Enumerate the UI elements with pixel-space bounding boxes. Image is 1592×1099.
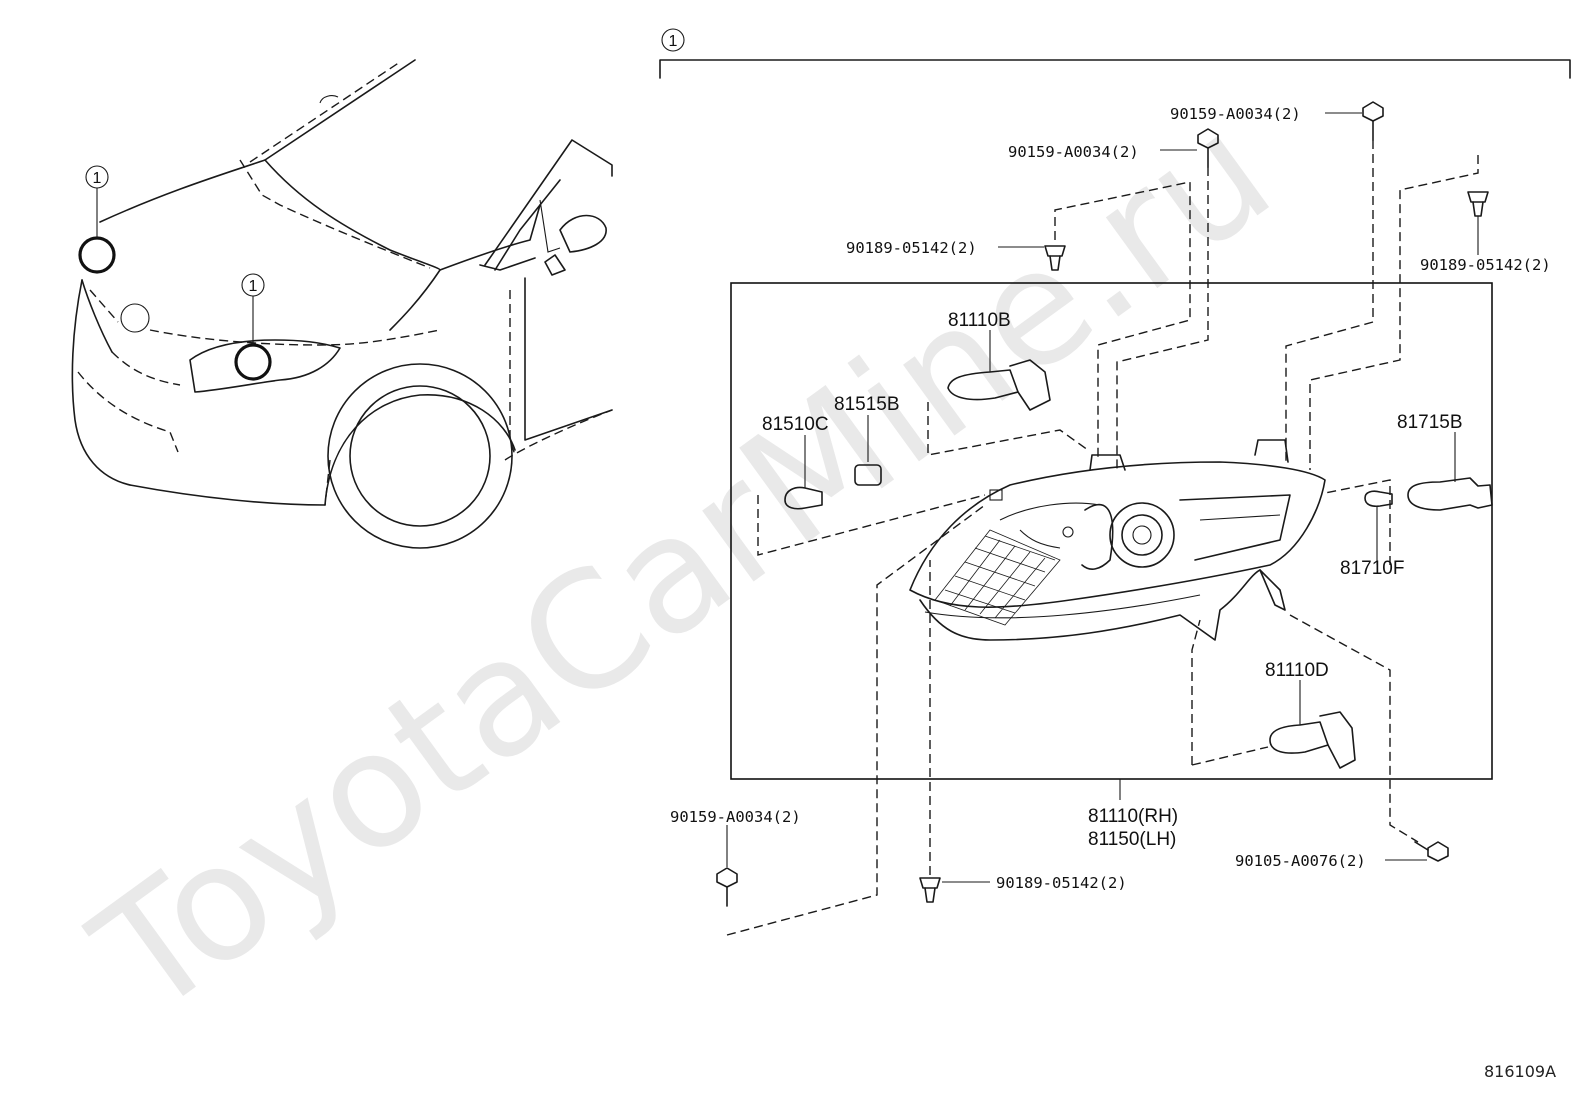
clip-icon [1467,191,1489,255]
fastener-label: 90105-A0076(2) [1235,852,1366,870]
part-label: 81110D [1265,660,1329,681]
assembly-bracket: 1 [659,28,1571,79]
bolt-icon [1325,101,1384,141]
part-label: 81110B [948,310,1011,331]
bolt-icon [716,825,738,907]
callout-label: 1 [93,170,102,187]
part-label: 81515B [834,394,900,415]
watermark: ToyotaCarMine.ru [62,78,1304,1051]
socket-icon [854,415,882,486]
diagram-code: 816109A [1484,1062,1556,1081]
assembly-label-lh: 81150(LH) [1088,829,1176,850]
callout-label: 1 [669,33,678,50]
fastener-label: 90159-A0034(2) [1170,105,1301,123]
clip-icon [919,877,990,903]
assembly-label-rh: 81110(RH) [1088,806,1178,827]
clip-icon [998,245,1066,271]
fastener-label: 90159-A0034(2) [670,808,801,826]
part-label: 81715B [1397,412,1463,433]
fastener-label: 90189-05142(2) [1420,256,1551,274]
socket-icon [1407,432,1493,511]
headlamp-assembly [909,439,1326,641]
fastener-label: 90159-A0034(2) [1008,143,1139,161]
part-label: 81510C [762,414,829,435]
bulb-icon [947,330,1051,411]
callout-icon: 1 [241,273,265,297]
fastener-label: 90189-05142(2) [846,239,977,257]
bulb-icon [784,435,823,510]
bulb-icon [1364,490,1393,565]
bulb-icon [1269,680,1356,769]
assembly-frame [730,282,1493,780]
callout-label: 1 [249,278,258,295]
leader-lines [726,140,1479,936]
fastener-label: 90189-05142(2) [996,874,1127,892]
callout-icon: 1 [85,165,109,189]
part-label: 81710F [1340,558,1404,579]
bolt-icon [1160,128,1219,168]
car-front-view [71,59,613,549]
bolt-icon [1385,841,1449,862]
